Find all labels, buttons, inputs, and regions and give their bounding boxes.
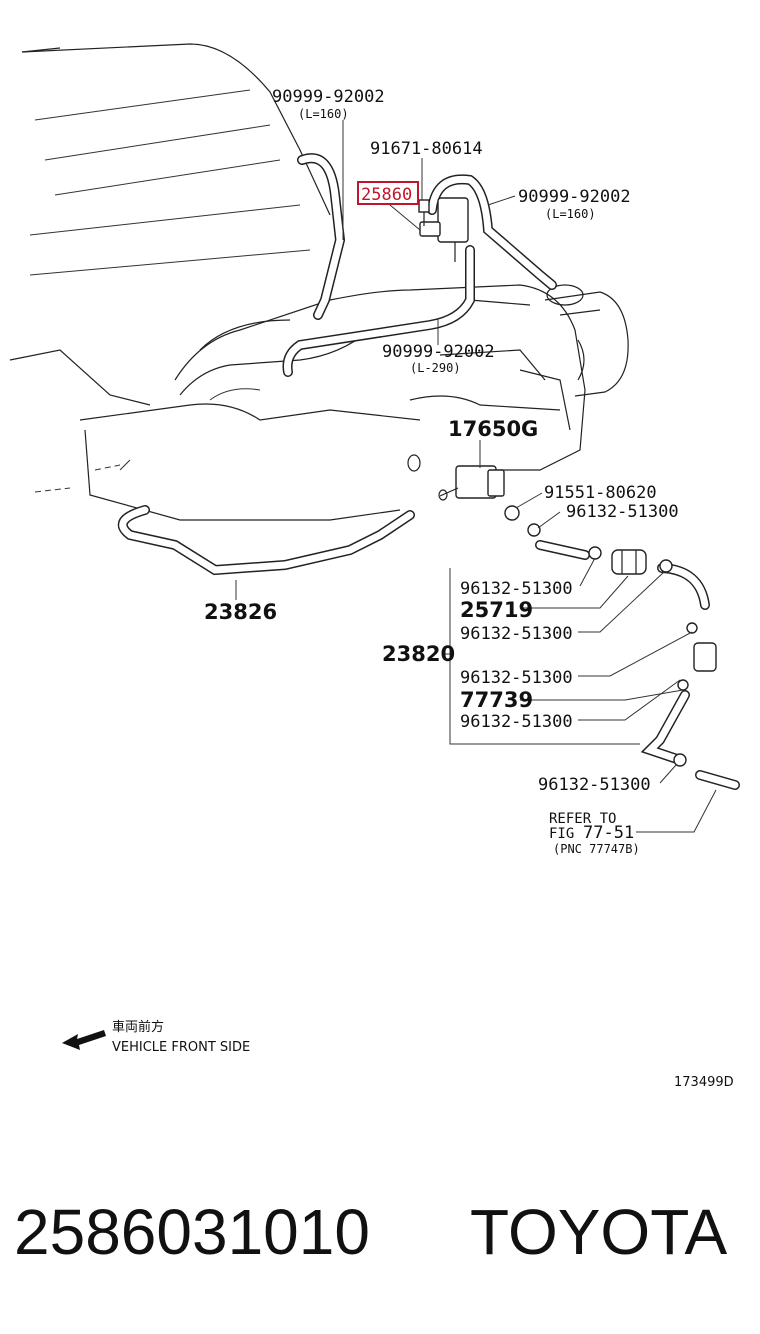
leader-lines (235, 120, 717, 833)
footer-brand: TOYOTA (470, 1196, 728, 1268)
label-clamp-4: 96132-51300 (460, 668, 573, 688)
refer-line-2-fig: 77-51 (583, 823, 634, 843)
label-highlight-part[interactable]: 25860 (361, 185, 412, 205)
label-clamp-3: 96132-51300 (460, 624, 573, 644)
label-drawing-number: 173499D (674, 1075, 734, 1090)
footer-part-number: 2586031010 (14, 1196, 370, 1268)
components (418, 197, 717, 767)
label-clamp-6: 96132-51300 (538, 775, 651, 795)
label-hose-top-left-length: (L=160) (298, 107, 349, 121)
label-valve: 17650G (448, 417, 538, 441)
label-bolt-mid: 91551-80620 (544, 483, 657, 503)
hoses (117, 153, 740, 790)
label-filter: 25719 (460, 598, 533, 622)
label-clamp-2: 96132-51300 (460, 579, 573, 599)
label-hose-mid-length: (L-290) (410, 361, 461, 375)
refer-line-3: (PNC 77747B) (553, 842, 640, 856)
label-hose-top-right-length: (L=160) (545, 207, 596, 221)
label-hose-left: 23826 (204, 600, 277, 624)
engine-outline (9, 43, 629, 521)
label-assembly: 23820 (382, 642, 455, 666)
label-front-en: VEHICLE FRONT SIDE (112, 1040, 250, 1055)
label-clamp-5: 96132-51300 (460, 712, 573, 732)
front-arrow-icon (62, 1030, 106, 1050)
refer-line-1: REFER TO (549, 811, 616, 827)
label-valve-2: 77739 (460, 688, 533, 712)
refer-line-2-prefix: FIG (549, 826, 574, 842)
label-front-jp: 車両前方 (112, 1019, 164, 1035)
label-clamp-1: 96132-51300 (566, 502, 679, 522)
highlight-box (357, 181, 419, 205)
label-hose-top-left: 90999-92002 (272, 87, 385, 107)
label-hose-top-right: 90999-92002 (518, 187, 631, 207)
label-hose-mid: 90999-92002 (382, 342, 495, 362)
label-bolt-top: 91671-80614 (370, 139, 483, 159)
